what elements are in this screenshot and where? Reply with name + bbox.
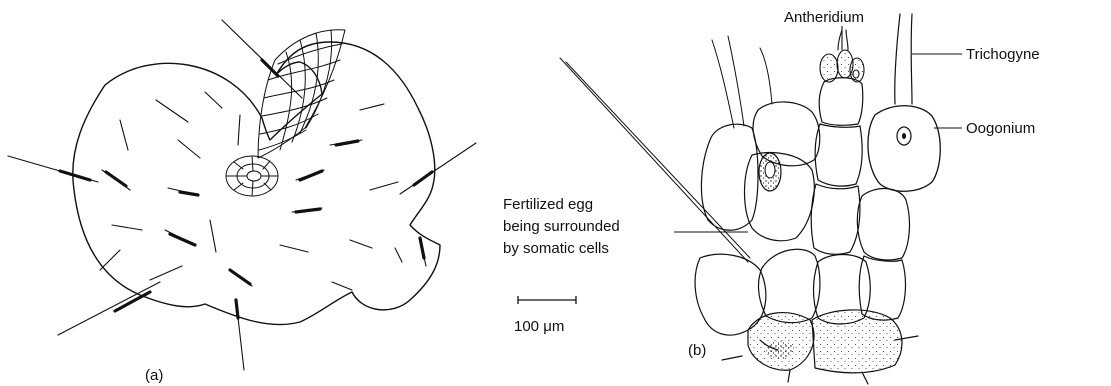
thallus-diagram: 100 μm (a) <box>8 20 576 384</box>
trichogyne <box>895 14 912 104</box>
basal-cells <box>722 310 918 384</box>
carpogonial-branch-diagram: Antheridium Trichogyne Oogonium Fertiliz… <box>503 9 1040 384</box>
fertilized-egg-label-line2: being surrounded <box>503 218 620 235</box>
panel-b-label: (b) <box>688 342 706 359</box>
scale-bar-label: 100 μm <box>514 318 564 335</box>
thallus-outline <box>73 42 440 325</box>
coiled-apex <box>226 156 278 196</box>
trichogyne-filament <box>857 189 909 321</box>
scale-bar <box>518 296 576 304</box>
hair-bases <box>60 60 432 318</box>
fertilized-egg-label-line3: by somatic cells <box>503 240 609 257</box>
somatic-cell-center <box>759 249 820 322</box>
fertilized-egg-label-line1: Fertilized egg <box>503 196 593 213</box>
trichogyne-label: Trichogyne <box>966 46 1040 63</box>
panel-a-label: (a) <box>145 367 163 384</box>
fertilized-egg-cluster <box>701 36 819 241</box>
antheridium-label: Antheridium <box>784 9 864 26</box>
oogonium <box>868 106 940 192</box>
antheridial-column <box>811 78 863 255</box>
oogonium-label: Oogonium <box>966 120 1035 137</box>
